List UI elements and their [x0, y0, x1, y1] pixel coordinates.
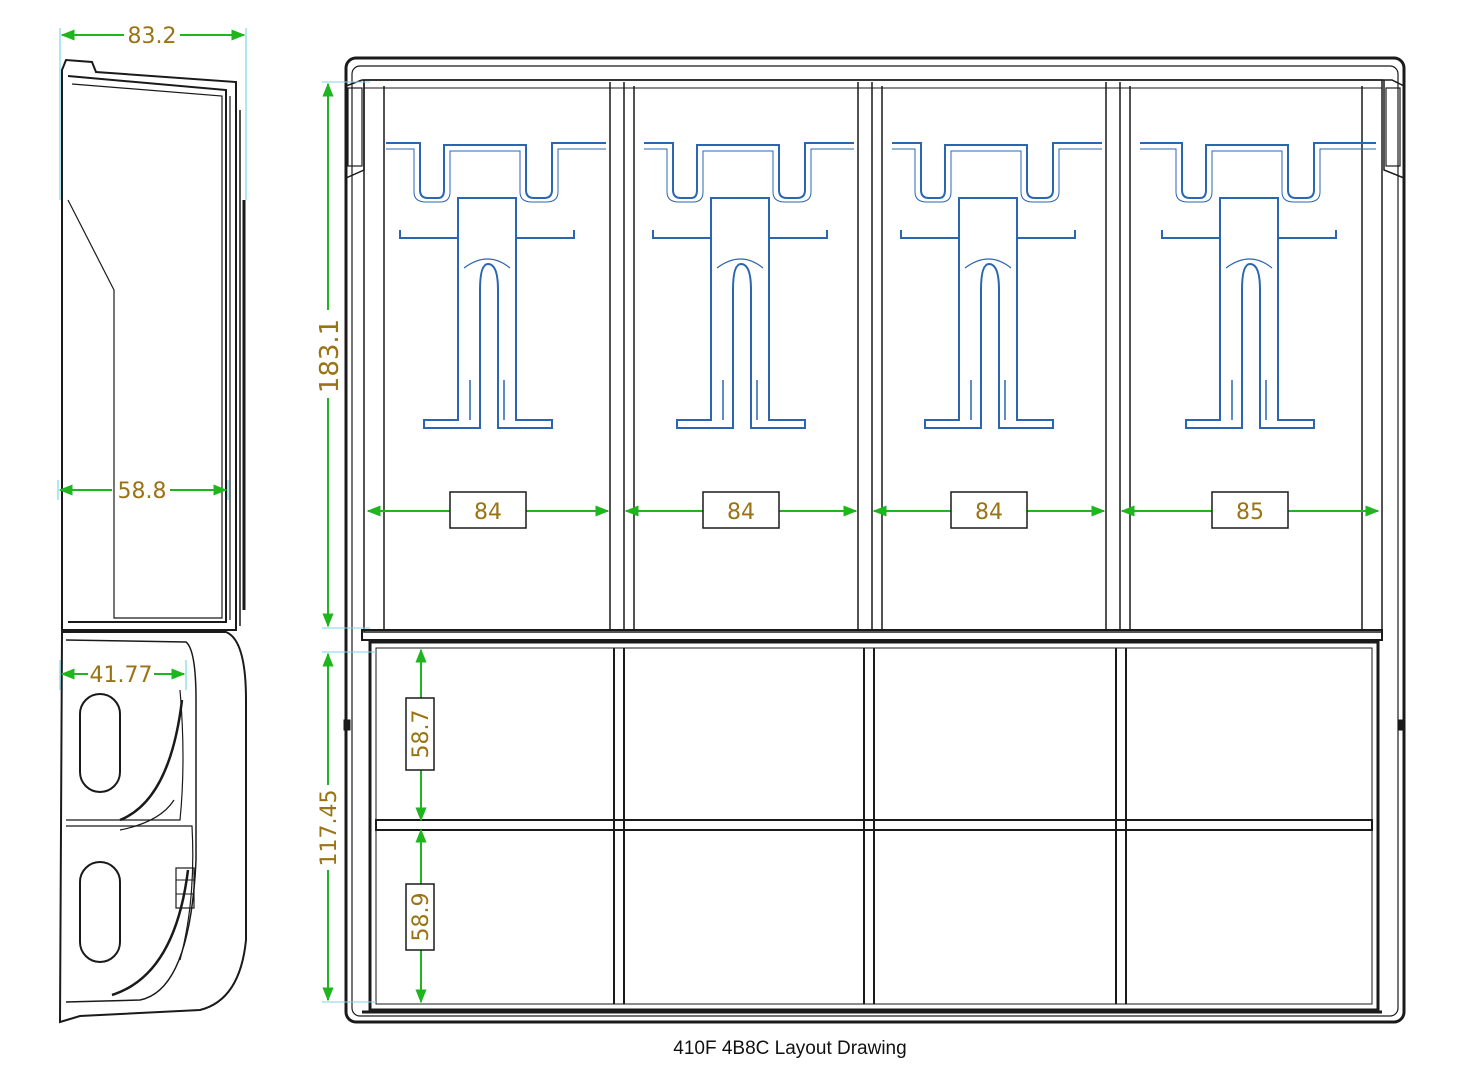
dim-label-bill-width: 84 — [727, 500, 755, 525]
dim-label-bill-width: 84 — [474, 500, 502, 525]
bill-clips — [386, 142, 1376, 429]
dim-label-coin-section-height: 117.45 — [317, 790, 342, 867]
dim-label-bill-section-height: 183.1 — [315, 319, 345, 393]
dim-label-lower-depth: 41.77 — [90, 663, 153, 688]
bill-width-dimensions: 84 84 84 85 — [366, 491, 1380, 529]
finger-slot-upper — [79, 693, 121, 793]
dim-upper-depth: 58.8 — [58, 479, 228, 504]
dim-label-overall-width: 83.2 — [128, 24, 177, 49]
dim-bill-section-height: 183.1 — [315, 81, 370, 629]
dim-label-bill-width: 84 — [975, 500, 1003, 525]
dim-coin-row-2: 58.9 — [405, 828, 435, 1004]
dim-bill-width-3: 84 — [872, 491, 1106, 529]
dim-lower-depth: 41.77 — [60, 663, 186, 688]
dim-bill-width-2: 84 — [624, 491, 858, 529]
dim-overall-width: 83.2 — [60, 24, 246, 49]
bill-clip[interactable] — [892, 142, 1102, 429]
bill-clip[interactable] — [386, 142, 606, 429]
dim-bill-width-4: 85 — [1120, 491, 1380, 529]
dim-label-upper-depth: 58.8 — [118, 479, 167, 504]
top-view — [343, 56, 1406, 1024]
dim-coin-row-1: 58.7 — [405, 648, 435, 822]
finger-slot-lower — [79, 861, 121, 963]
side-view — [58, 58, 247, 1024]
drawing-caption: 410F 4B8C Layout Drawing — [673, 1038, 907, 1059]
dim-label-coin-row-1: 58.7 — [409, 710, 434, 759]
dim-coin-section-height: 117.45 — [317, 651, 376, 1003]
bill-clip[interactable] — [1140, 142, 1376, 429]
bill-clip[interactable] — [644, 142, 854, 429]
coin-section — [362, 640, 1382, 1014]
dim-bill-width-1: 84 — [366, 491, 610, 529]
dim-label-coin-row-2: 58.9 — [409, 893, 434, 942]
dim-label-bill-width: 85 — [1236, 500, 1264, 525]
side-extension-lines — [57, 28, 247, 690]
